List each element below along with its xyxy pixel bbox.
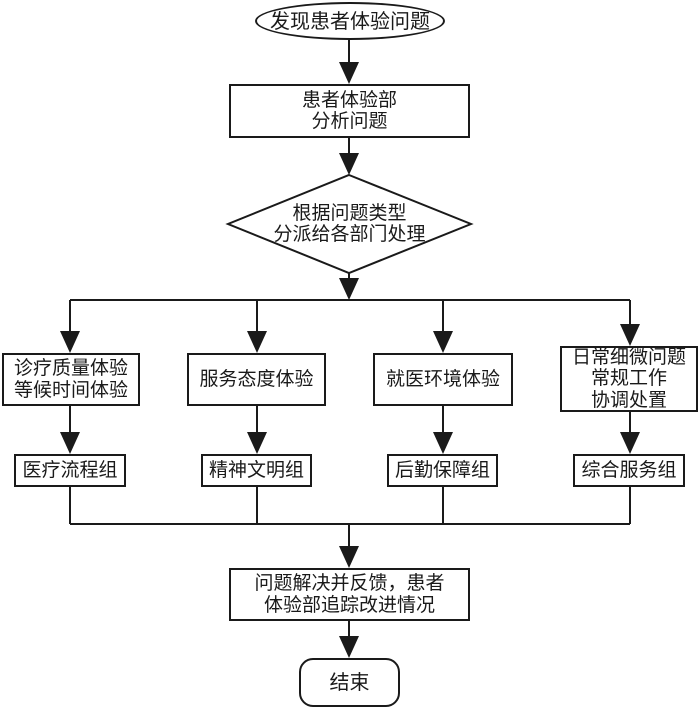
arrowhead (339, 636, 359, 658)
group-node-3: 后勤保障组 (387, 454, 498, 487)
decision-node: 根据问题类型 分派给各部门处理 (228, 175, 471, 273)
end-label: 结束 (329, 670, 370, 695)
feedback-node: 问题解决并反馈，患者 体验部追踪改进情况 (229, 568, 470, 621)
decision-label: 根据问题类型 分派给各部门处理 (273, 201, 426, 245)
category-label: 服务态度体验 (199, 367, 314, 390)
group-label: 精神文明组 (208, 458, 304, 481)
start-node: 发现患者体验问题 (255, 2, 445, 40)
arrowhead (433, 331, 453, 353)
arrowhead (247, 432, 267, 454)
analyze-label: 患者体验部 分析问题 (301, 88, 397, 132)
arrowhead (433, 432, 453, 454)
arrowhead (620, 324, 640, 346)
arrowhead (60, 432, 80, 454)
group-label: 医疗流程组 (22, 458, 118, 481)
feedback-label: 问题解决并反馈，患者 体验部追踪改进情况 (254, 572, 445, 616)
category-node-4: 日常细微问题 常规工作 协调处置 (560, 346, 698, 412)
arrowhead (339, 153, 359, 175)
category-label: 日常细微问题 常规工作 协调处置 (571, 346, 686, 411)
end-node: 结束 (299, 658, 400, 707)
category-node-3: 就医环境体验 (373, 353, 513, 406)
arrowhead (247, 331, 267, 353)
arrowhead (620, 432, 640, 454)
category-node-1: 诊疗质量体验 等候时间体验 (2, 353, 140, 406)
group-label: 后勤保障组 (394, 458, 490, 481)
arrowhead (339, 62, 359, 84)
category-label: 诊疗质量体验 等候时间体验 (13, 357, 128, 401)
arrowhead (339, 546, 359, 568)
analyze-node: 患者体验部 分析问题 (229, 84, 470, 138)
group-node-2: 精神文明组 (201, 454, 312, 487)
category-label: 就医环境体验 (385, 367, 500, 390)
category-node-2: 服务态度体验 (187, 353, 326, 406)
group-node-4: 综合服务组 (573, 454, 685, 487)
group-node-1: 医疗流程组 (14, 454, 126, 487)
arrowhead (60, 331, 80, 353)
group-label: 综合服务组 (581, 458, 677, 481)
start-label: 发现患者体验问题 (270, 8, 430, 33)
arrowhead (339, 278, 359, 300)
